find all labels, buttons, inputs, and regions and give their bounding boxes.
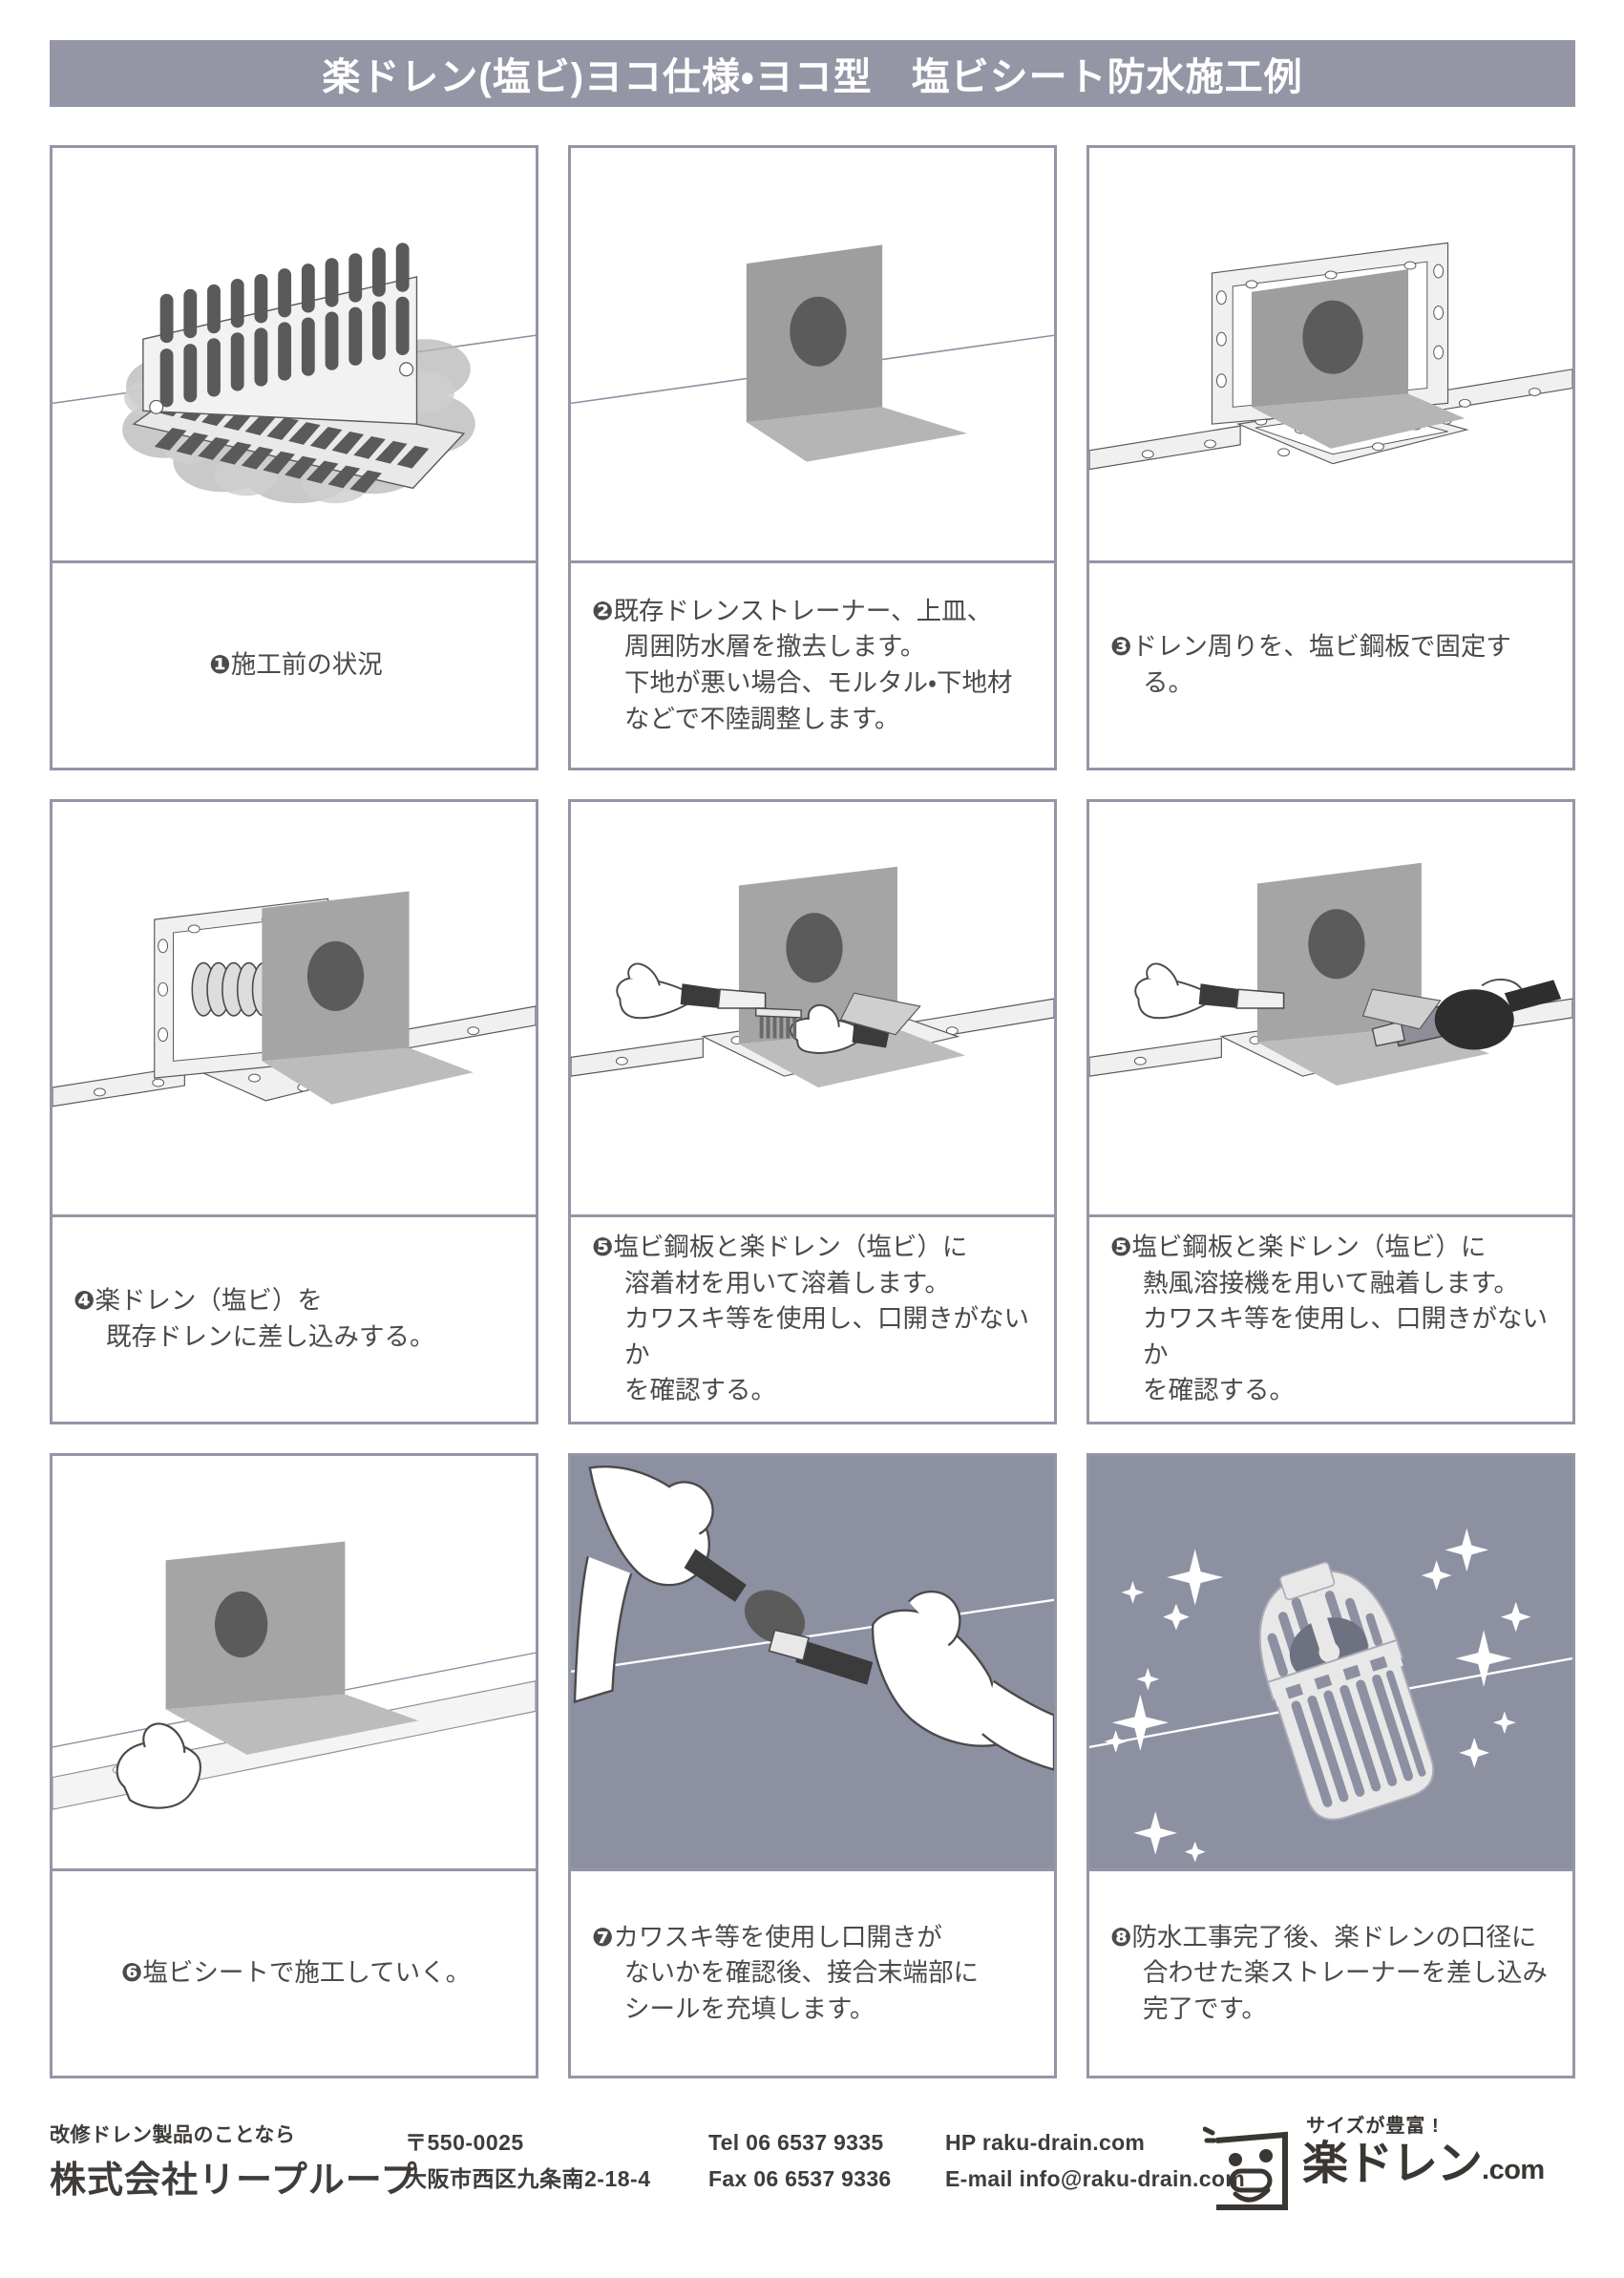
footer: 改修ドレン製品のことなら 株式会社リープループ 〒550-0025 大阪市西区九… bbox=[50, 2116, 1575, 2230]
step-text-9: 防水工事完了後、楽ドレンの口径に 合わせた楽ストレーナーを差し込み 完了です。 bbox=[1131, 1922, 1548, 2023]
step-caption-8: ❼カワスキ等を使用し口開きが ないかを確認後、接合末端部に シールを充填します。 bbox=[571, 1871, 1054, 2076]
step-illustration-1 bbox=[53, 148, 536, 563]
laying-pvc-sheet-icon bbox=[53, 1541, 536, 1810]
footer-website[interactable]: HP raku-drain.com bbox=[945, 2130, 1146, 2155]
step-panel-9: ❽防水工事完了後、楽ドレンの口径に 合わせた楽ストレーナーを差し込み 完了です。 bbox=[1086, 1453, 1575, 2078]
footer-email[interactable]: E-mail info@raku-drain.com bbox=[945, 2165, 1245, 2191]
step-caption-4: ❹楽ドレン（塩ビ）を 既存ドレンに差し込みする。 bbox=[53, 1217, 536, 1422]
footer-tel: Tel 06 6537 9335 bbox=[708, 2130, 884, 2155]
logo-name: 楽ドレン bbox=[1302, 2139, 1483, 2189]
footer-contact-block: Tel 06 6537 9335 HP raku-drain.com Fax 0… bbox=[708, 2125, 1245, 2198]
step-number-2: ❷ bbox=[592, 596, 614, 625]
step-text-1: 施工前の状況 bbox=[230, 650, 383, 680]
step-illustration-5 bbox=[571, 802, 1054, 1217]
step-panel-4: ❹楽ドレン（塩ビ）を 既存ドレンに差し込みする。 bbox=[50, 799, 538, 1424]
step-panel-3: ❸ドレン周りを、塩ビ鋼板で固定する。 bbox=[1086, 145, 1575, 770]
step-number-6: ❺ bbox=[1110, 1232, 1132, 1261]
pvc-steel-plate-fixing-icon bbox=[1089, 242, 1572, 471]
step-illustration-9 bbox=[1089, 1456, 1572, 1871]
removed-drain-opening-icon bbox=[571, 244, 1054, 462]
footer-lead-text: 改修ドレン製品のことなら bbox=[50, 2124, 296, 2146]
page-title: 楽ドレン(塩ビ)ヨコ仕様・ヨコ型 塩ビシート防水施工例 bbox=[322, 56, 1303, 98]
step-text-7: 塩ビシートで施工していく。 bbox=[142, 1958, 472, 1988]
step-illustration-8 bbox=[571, 1456, 1054, 1871]
insert-raku-drain-icon bbox=[53, 891, 536, 1107]
step-panel-5: ❺塩ビ鋼板と楽ドレン（塩ビ）に 溶着材を用いて溶着します。 カワスキ等を使用し、… bbox=[568, 799, 1057, 1424]
step-number-5: ❺ bbox=[592, 1232, 614, 1261]
step-panel-8: ❼カワスキ等を使用し口開きが ないかを確認後、接合末端部に シールを充填します。 bbox=[568, 1453, 1057, 2078]
step-panel-2: ❷既存ドレンストレーナー、上皿、 周囲防水層を撤去します。 下地が悪い場合、モル… bbox=[568, 145, 1057, 770]
step-panel-1: ❶施工前の状況 bbox=[50, 145, 538, 770]
steps-grid: ❶施工前の状況 ❷既存ドレンストレーナー、上皿、 周囲防水層を撤去します。 下地… bbox=[50, 145, 1575, 2078]
step-illustration-7 bbox=[53, 1456, 536, 1871]
step-text-3: ドレン周りを、塩ビ鋼板で固定する。 bbox=[1131, 632, 1511, 697]
footer-fax: Fax 06 6537 9336 bbox=[708, 2165, 892, 2191]
footer-postal-code: 〒550-0025 bbox=[405, 2130, 524, 2155]
sealant-filling-icon bbox=[571, 1466, 1054, 1771]
logo-wordmark: 楽ドレン .com bbox=[1302, 2141, 1575, 2187]
step-illustration-2 bbox=[571, 148, 1054, 563]
step-text-2: 既存ドレンストレーナー、上皿、 周囲防水層を撤去します。 下地が悪い場合、モルタ… bbox=[613, 596, 1013, 733]
existing-drain-grate-icon bbox=[53, 243, 536, 504]
logo-domain-suffix: .com bbox=[1482, 2155, 1545, 2185]
footer-company-name: 株式会社リープループ bbox=[50, 2161, 418, 2201]
step-text-8: カワスキ等を使用し口開きが ないかを確認後、接合末端部に シールを充填します。 bbox=[613, 1922, 979, 2023]
footer-address-block: 〒550-0025 大阪市西区九条南2-18-4 bbox=[405, 2125, 650, 2198]
step-number-7: ❻ bbox=[120, 1958, 143, 1988]
step-caption-3: ❸ドレン周りを、塩ビ鋼板で固定する。 bbox=[1089, 563, 1572, 768]
mascot-face-icon bbox=[1203, 2123, 1291, 2211]
step-number-4: ❹ bbox=[74, 1286, 95, 1316]
footer-street-address: 大阪市西区九条南2-18-4 bbox=[405, 2165, 651, 2191]
step-text-6: 塩ビ鋼板と楽ドレン（塩ビ）に 熱風溶接機を用いて融着します。 カワスキ等を使用し… bbox=[1131, 1232, 1548, 1405]
finished-strainer-icon bbox=[1089, 1528, 1572, 1863]
step-caption-9: ❽防水工事完了後、楽ドレンの口径に 合わせた楽ストレーナーを差し込み 完了です。 bbox=[1089, 1871, 1572, 2076]
raku-drain-logo[interactable]: サイズが豊富 ! 楽ドレン .com bbox=[1203, 2110, 1575, 2225]
logo-text-block: サイズが豊富 ! 楽ドレン .com bbox=[1302, 2110, 1575, 2187]
step-text-4: 楽ドレン（塩ビ）を 既存ドレンに差し込みする。 bbox=[95, 1286, 435, 1351]
step-caption-1: ❶施工前の状況 bbox=[53, 563, 536, 768]
step-caption-6: ❺塩ビ鋼板と楽ドレン（塩ビ）に 熱風溶接機を用いて融着します。 カワスキ等を使用… bbox=[1089, 1217, 1572, 1422]
step-text-5: 塩ビ鋼板と楽ドレン（塩ビ）に 溶着材を用いて溶着します。 カワスキ等を使用し、口… bbox=[613, 1232, 1029, 1405]
step-caption-7: ❻塩ビシートで施工していく。 bbox=[53, 1871, 536, 2076]
hot-air-welder-icon bbox=[1089, 862, 1572, 1086]
step-number-3: ❸ bbox=[1110, 632, 1132, 662]
step-panel-7: ❻塩ビシートで施工していく。 bbox=[50, 1453, 538, 2078]
step-caption-2: ❷既存ドレンストレーナー、上皿、 周囲防水層を撤去します。 下地が悪い場合、モル… bbox=[571, 563, 1054, 768]
step-caption-5: ❺塩ビ鋼板と楽ドレン（塩ビ）に 溶着材を用いて溶着します。 カワスキ等を使用し、… bbox=[571, 1217, 1054, 1422]
solvent-welding-brush-icon bbox=[571, 866, 1054, 1088]
step-illustration-3 bbox=[1089, 148, 1572, 563]
footer-company-block: 改修ドレン製品のことなら 株式会社リープループ bbox=[50, 2120, 417, 2203]
logo-tagline: サイズが豊富 ! bbox=[1306, 2116, 1440, 2137]
step-number-8: ❼ bbox=[592, 1922, 614, 1951]
step-number-9: ❽ bbox=[1110, 1922, 1132, 1951]
page-title-bar: 楽ドレン(塩ビ)ヨコ仕様・ヨコ型 塩ビシート防水施工例 bbox=[50, 40, 1575, 107]
step-number-1: ❶ bbox=[209, 650, 231, 680]
step-panel-6: ❺塩ビ鋼板と楽ドレン（塩ビ）に 熱風溶接機を用いて融着します。 カワスキ等を使用… bbox=[1086, 799, 1575, 1424]
step-illustration-6 bbox=[1089, 802, 1572, 1217]
step-illustration-4 bbox=[53, 802, 536, 1217]
